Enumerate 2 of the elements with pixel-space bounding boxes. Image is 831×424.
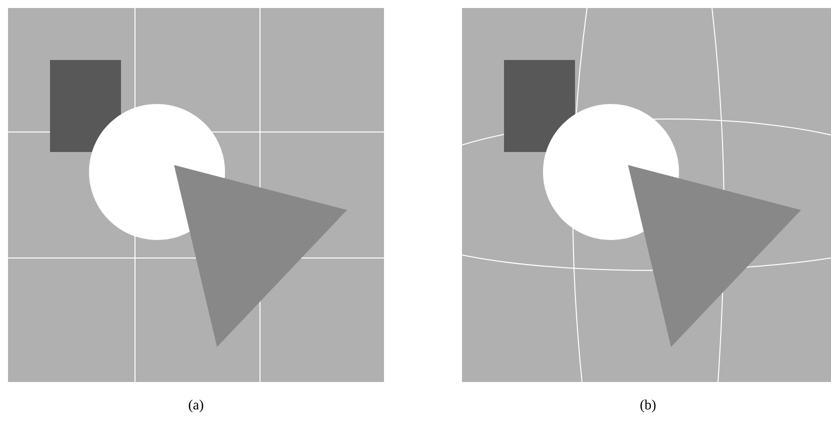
panel-label: (b) — [640, 400, 656, 412]
panel-label: (a) — [188, 400, 204, 412]
